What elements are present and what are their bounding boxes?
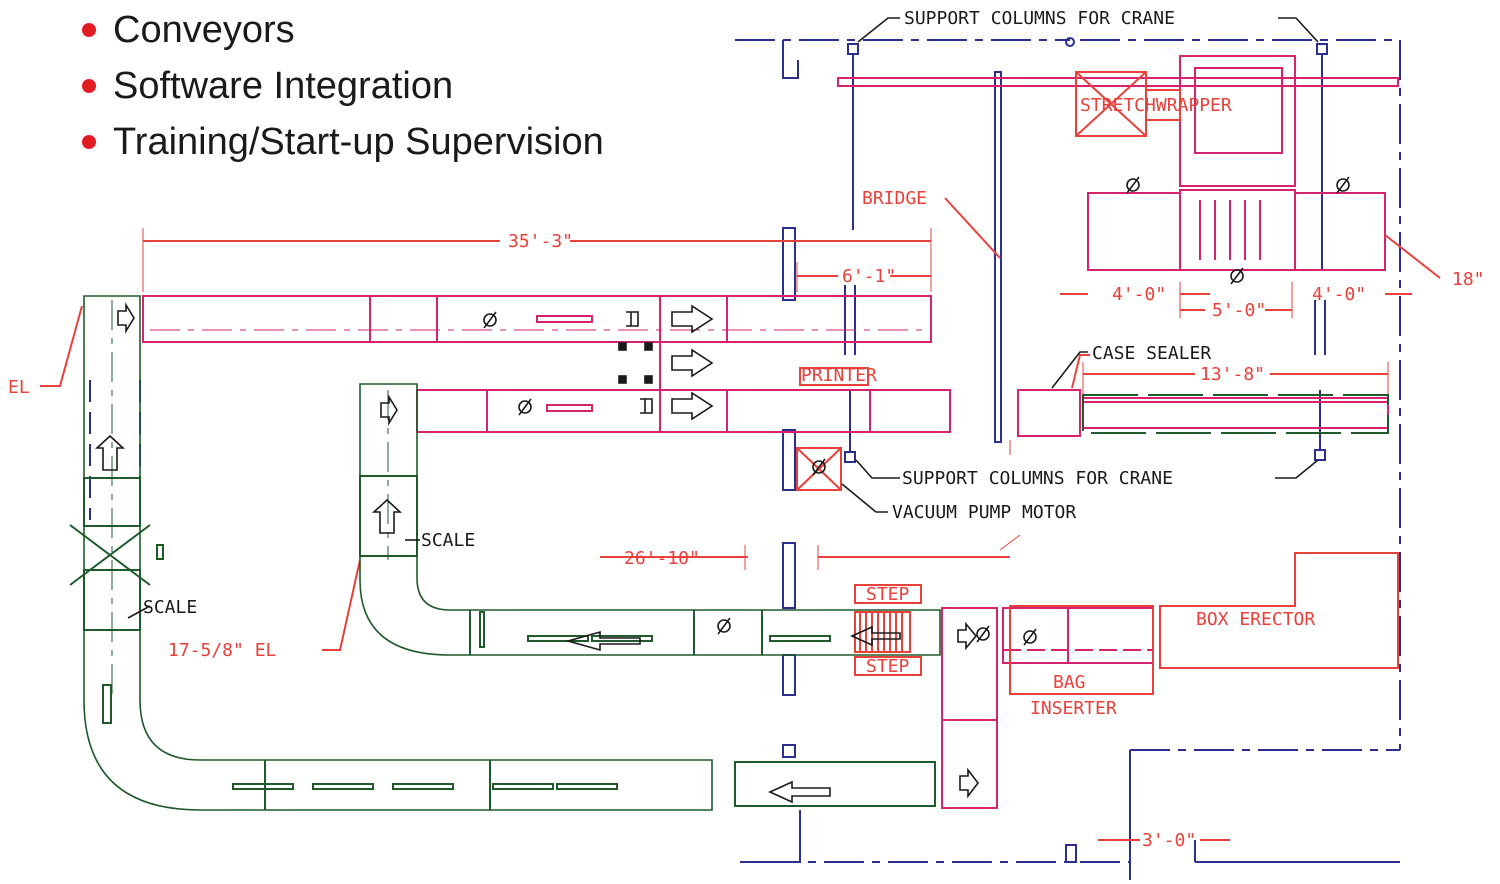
bullet-dot-icon <box>82 23 96 37</box>
inserter-label: INSERTER <box>1030 698 1117 719</box>
building-outline <box>89 37 1401 880</box>
dim-5-0-label: 5'-0" <box>1212 300 1266 321</box>
bullet-list: Conveyors Software Integration Training/… <box>82 2 604 170</box>
flow-arrows <box>94 17 1350 804</box>
el-left-label: EL <box>8 377 30 398</box>
bullet-dot-icon <box>82 135 96 149</box>
magenta-conveyors <box>142 55 1399 809</box>
dim-3-0-label: 3'-0" <box>1142 830 1196 851</box>
bullet-text: Conveyors <box>113 9 295 51</box>
dim-4-0-right-label: 4'-0" <box>1312 284 1366 305</box>
vacuum-pump-motor-label: VACUUM PUMP MOTOR <box>892 502 1076 523</box>
dim-18-label: 18" <box>1452 269 1485 290</box>
bullet-item: Training/Start-up Supervision <box>82 114 604 170</box>
stretchwrapper-label: STRETCHWRAPPER <box>1080 95 1232 116</box>
red-equipment <box>40 71 1441 841</box>
support-columns-top-label: SUPPORT COLUMNS FOR CRANE <box>904 8 1175 29</box>
bullet-text: Training/Start-up Supervision <box>113 121 604 163</box>
dim-6-1-label: 6'-1" <box>842 266 896 287</box>
scale-lower-label: SCALE <box>143 597 197 618</box>
bullet-text: Software Integration <box>113 65 454 107</box>
dim-26-10-label: 26'-10" <box>624 548 700 569</box>
box-erector-label: BOX ERECTOR <box>1196 609 1315 630</box>
bag-label: BAG <box>1053 672 1086 693</box>
el-17-5-8-label: 17-5/8" EL <box>168 640 277 661</box>
case-sealer-label: CASE SEALER <box>1092 343 1211 364</box>
bullet-item: Software Integration <box>82 58 604 114</box>
dim-13-8-label: 13'-8" <box>1200 364 1265 385</box>
dim-4-0-left-label: 4'-0" <box>1112 284 1166 305</box>
diagram-labels: SUPPORT COLUMNS FOR CRANE STRETCHWRAPPER… <box>8 8 1485 851</box>
bridge-label: BRIDGE <box>862 188 927 209</box>
bullet-dot-icon <box>82 79 96 93</box>
step-top-label: STEP <box>866 584 910 605</box>
green-conveyors <box>69 295 1389 811</box>
dim-35-3-label: 35'-3" <box>508 231 573 252</box>
support-columns-bottom-label: SUPPORT COLUMNS FOR CRANE <box>902 468 1173 489</box>
bullet-item: Conveyors <box>82 2 604 58</box>
scale-upper-label: SCALE <box>421 530 475 551</box>
step-bottom-label: STEP <box>866 656 910 677</box>
printer-label: PRINTER <box>801 365 877 386</box>
